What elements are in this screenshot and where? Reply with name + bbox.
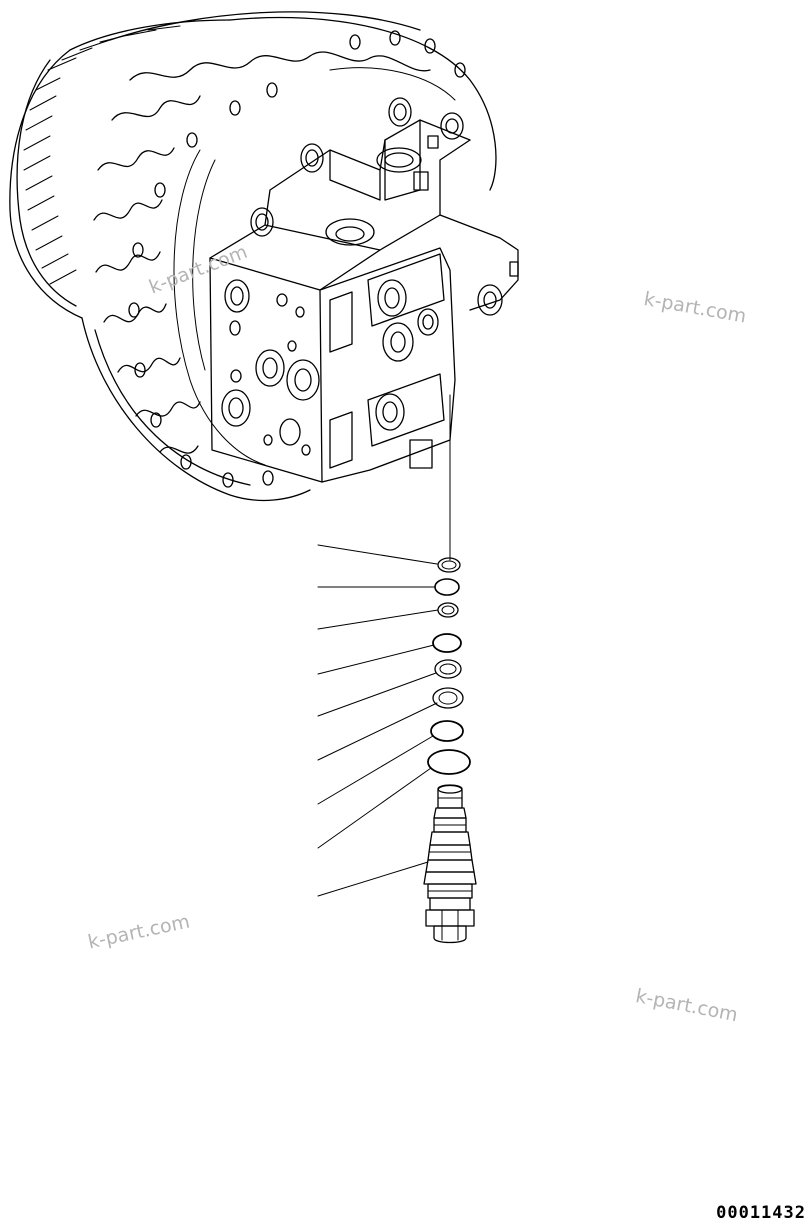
figure-number: 00011432 bbox=[716, 1203, 806, 1223]
port-d bbox=[221, 389, 251, 427]
o-ring-2 bbox=[432, 633, 462, 653]
leader-line bbox=[317, 644, 435, 675]
travel-motor-assembly bbox=[9, 11, 497, 502]
leader-line bbox=[317, 702, 438, 761]
top-port-1 bbox=[376, 147, 422, 173]
leader-line bbox=[317, 767, 432, 849]
backup-ring-2 bbox=[437, 602, 459, 618]
flange-bolt-holes bbox=[128, 30, 466, 488]
leader-line bbox=[317, 672, 437, 717]
callout-leaders bbox=[317, 544, 439, 897]
leader-line bbox=[317, 609, 439, 630]
motor-drum bbox=[9, 49, 83, 319]
backup-ring-3 bbox=[434, 659, 462, 679]
leader-line bbox=[317, 735, 434, 805]
flange-wave bbox=[129, 51, 431, 81]
leader-line bbox=[317, 861, 429, 897]
valve-block-right-face bbox=[319, 247, 456, 483]
valve-block-top-face bbox=[209, 224, 381, 291]
top-port-2 bbox=[325, 218, 375, 246]
o-ring-1 bbox=[434, 578, 460, 596]
port-c bbox=[286, 359, 320, 401]
o-ring-3 bbox=[430, 720, 464, 742]
valve-block bbox=[209, 97, 519, 483]
motor-flange bbox=[229, 16, 497, 191]
backup-ring-4 bbox=[432, 687, 464, 709]
seal-parts bbox=[427, 557, 471, 775]
cover-plate-1 bbox=[329, 291, 353, 353]
leader-line bbox=[317, 544, 438, 565]
port-b bbox=[255, 349, 285, 387]
backup-ring-1 bbox=[437, 557, 461, 573]
port-a bbox=[224, 279, 250, 313]
relief-valve-cartridge bbox=[423, 784, 477, 944]
o-ring-4 bbox=[427, 749, 471, 775]
cover-plate-2 bbox=[329, 411, 353, 469]
